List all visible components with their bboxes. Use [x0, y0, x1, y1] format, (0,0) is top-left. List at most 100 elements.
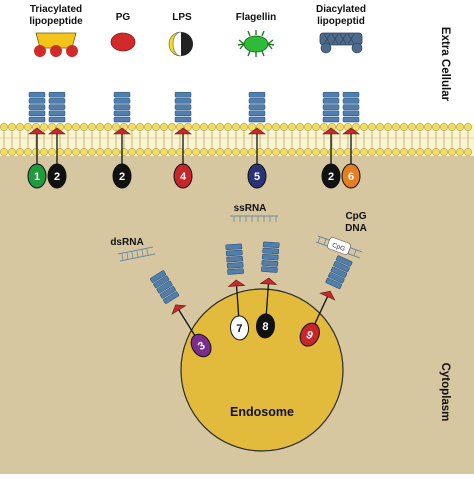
- pg-label: PG: [116, 12, 131, 23]
- receptor-domain-block: [262, 241, 280, 249]
- membrane-head: [80, 148, 88, 156]
- receptor-body: [173, 163, 193, 189]
- receptor-domain-block: [156, 280, 173, 294]
- membrane-head: [272, 148, 280, 156]
- membrane-head: [424, 123, 432, 131]
- membrane-head: [280, 123, 288, 131]
- membrane-head: [16, 148, 24, 156]
- membrane-head: [112, 123, 120, 131]
- receptor-tir-triangle: [248, 127, 266, 135]
- membrane-head: [40, 123, 48, 131]
- cpg-label-line2: DNA: [345, 223, 367, 234]
- receptor-domain-block: [28, 116, 46, 123]
- endosome-label: Endosome: [230, 405, 294, 419]
- receptor-domain-block: [174, 91, 192, 98]
- membrane-head: [304, 148, 312, 156]
- receptor-domain-block: [113, 91, 131, 98]
- receptor-domain-block: [248, 91, 266, 98]
- receptor-domain-block: [248, 98, 266, 104]
- diacylated-lipopeptid-ligand: [319, 32, 363, 54]
- membrane-head: [288, 123, 296, 131]
- membrane-head: [264, 148, 272, 156]
- membrane-head: [136, 123, 144, 131]
- receptor-domain-block: [48, 104, 66, 110]
- ssrna-ligand: [230, 215, 278, 222]
- receptor-domain-block: [322, 91, 340, 98]
- membrane-head: [416, 123, 424, 131]
- receptor-domain-block: [113, 98, 131, 104]
- cell-membrane: [0, 123, 474, 156]
- receptor-number: 5: [254, 171, 260, 183]
- membrane-head: [128, 123, 136, 131]
- membrane-head: [48, 123, 56, 131]
- membrane-head: [48, 148, 56, 156]
- receptor-domain-block: [48, 110, 66, 117]
- membrane-head: [64, 148, 72, 156]
- receptor-tir-triangle: [171, 304, 187, 315]
- membrane-head: [144, 148, 152, 156]
- receptor-body: [247, 163, 267, 189]
- receptor-body: [321, 163, 341, 189]
- membrane-head: [376, 148, 384, 156]
- membrane-head: [168, 148, 176, 156]
- membrane-head: [432, 148, 440, 156]
- membrane-head: [40, 148, 48, 156]
- tlr-receptor: 7: [225, 243, 250, 341]
- membrane-head: [24, 148, 32, 156]
- receptor-body: [190, 333, 212, 358]
- membrane-head: [192, 123, 200, 131]
- tlr-receptor: 4: [173, 91, 193, 189]
- membrane-head: [240, 123, 248, 131]
- membrane-head: [328, 148, 336, 156]
- receptor-domain-block: [261, 253, 279, 261]
- receptor-number: 7: [236, 323, 243, 335]
- membrane-head: [8, 148, 16, 156]
- membrane-head: [416, 148, 424, 156]
- dsrna-label: dsRNA: [110, 237, 143, 248]
- membrane-head: [400, 123, 408, 131]
- receptor-domain-block: [330, 266, 348, 278]
- receptor-domain-block: [325, 277, 342, 289]
- membrane-head: [248, 123, 256, 131]
- endosome: [180, 288, 344, 452]
- membrane-head: [168, 123, 176, 131]
- membrane-head: [16, 123, 24, 131]
- receptor-tir-triangle: [28, 127, 46, 135]
- receptor-body: [47, 163, 67, 189]
- membrane-head: [336, 123, 344, 131]
- membrane-head: [216, 148, 224, 156]
- receptor-domain-block: [28, 110, 46, 117]
- receptor-number: 1: [34, 171, 40, 183]
- membrane-head: [448, 123, 456, 131]
- receptor-number: 9: [304, 329, 315, 342]
- receptor-domain-block: [322, 98, 340, 104]
- membrane-head: [216, 123, 224, 131]
- receptor-tir-triangle: [322, 127, 340, 135]
- lps-label: LPS: [172, 12, 192, 23]
- receptor-domain-block: [150, 270, 166, 283]
- receptor-domain-block: [342, 116, 360, 123]
- receptor-domain-block: [342, 98, 360, 104]
- receptor-domain-block: [328, 272, 345, 284]
- membrane-head: [360, 123, 368, 131]
- receptor-domain-block: [174, 98, 192, 104]
- receptor-tir-triangle: [113, 127, 131, 135]
- membrane-head: [192, 148, 200, 156]
- membrane-head: [152, 148, 160, 156]
- tlr-receptor: 8: [255, 241, 280, 339]
- membrane-head: [240, 148, 248, 156]
- receptor-stalk: [265, 279, 270, 314]
- membrane-head: [72, 148, 80, 156]
- membrane-head: [392, 148, 400, 156]
- membrane-head: [136, 148, 144, 156]
- membrane-head: [360, 148, 368, 156]
- membrane-head: [112, 148, 120, 156]
- cpg-dna-ligand: CpG: [315, 235, 363, 259]
- tlr-receptor: 2: [112, 91, 132, 189]
- cpg-inner-label: CpG: [331, 242, 346, 253]
- receptor-body: [229, 315, 250, 341]
- receptor-body: [341, 163, 361, 189]
- membrane-head: [296, 148, 304, 156]
- membrane-head: [232, 148, 240, 156]
- membrane-head: [424, 148, 432, 156]
